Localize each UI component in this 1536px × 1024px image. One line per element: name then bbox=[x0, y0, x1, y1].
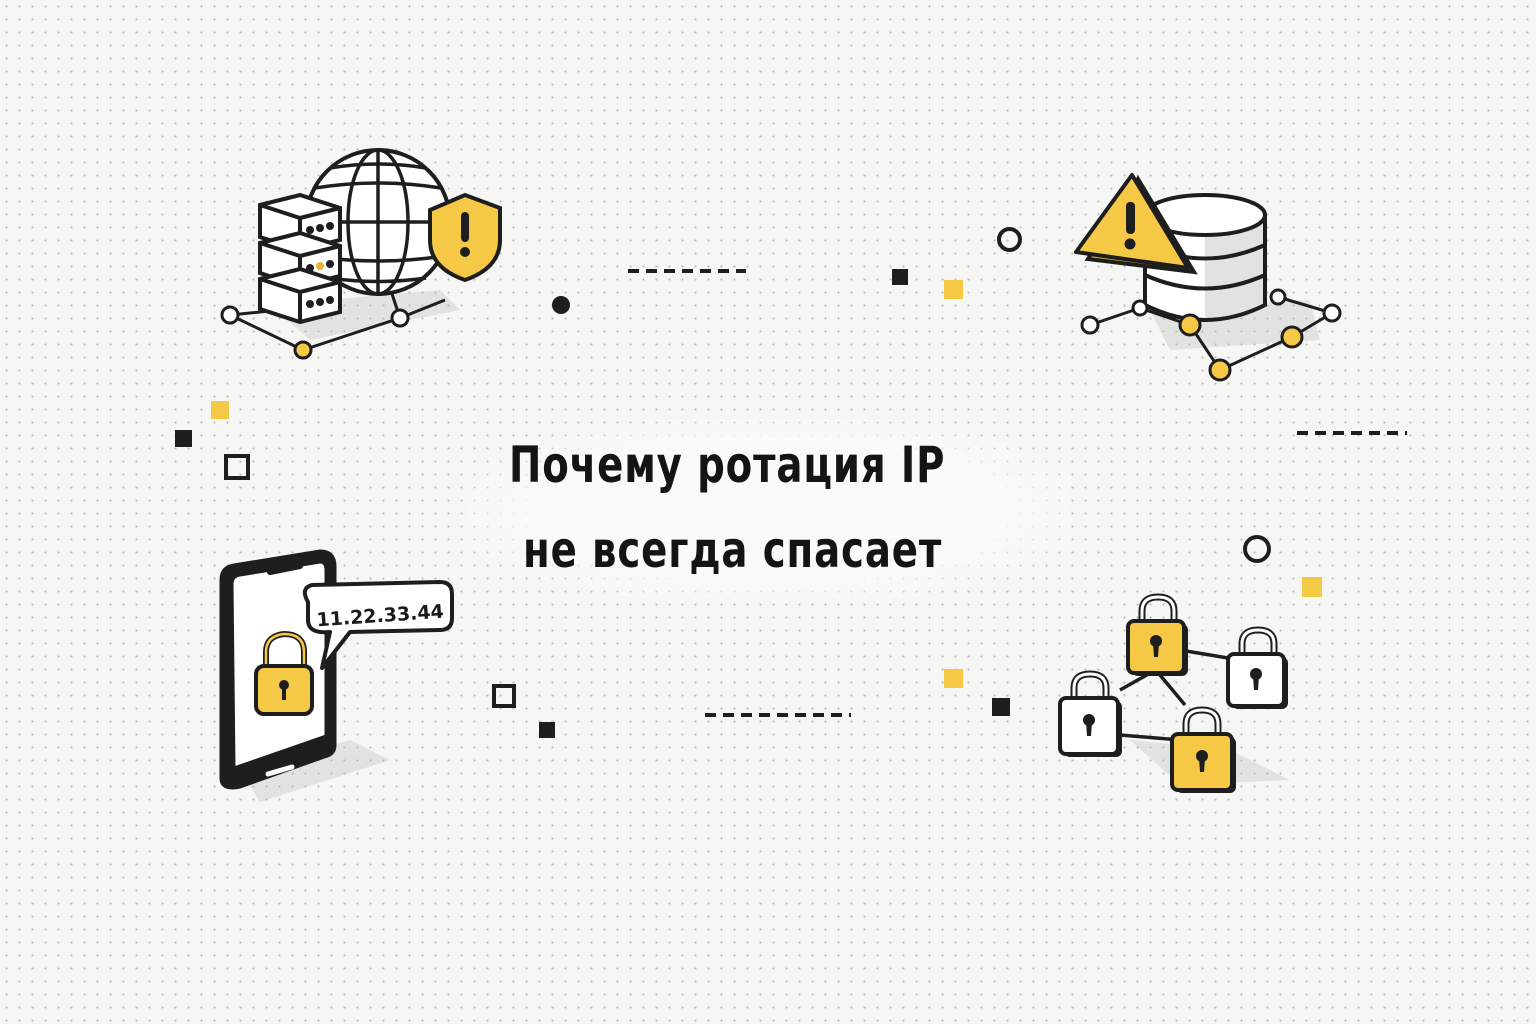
deco-square-black bbox=[175, 430, 192, 447]
shield-warning-icon bbox=[428, 192, 502, 283]
lock-bottom-yellow-icon bbox=[1170, 706, 1236, 793]
deco-ring bbox=[997, 227, 1022, 252]
network-nodes-icon bbox=[220, 305, 410, 360]
deco-square-black bbox=[992, 698, 1010, 716]
deco-square-yellow bbox=[944, 669, 963, 688]
deco-square-black bbox=[892, 269, 908, 285]
lock-left-white-icon bbox=[1058, 670, 1122, 757]
lock-icon bbox=[254, 630, 314, 716]
title-line-1: Почему ротация IP bbox=[509, 436, 946, 494]
deco-square-outline bbox=[224, 454, 250, 480]
deco-dash-line bbox=[705, 713, 851, 717]
deco-square-yellow bbox=[1302, 577, 1322, 597]
deco-dash-line bbox=[628, 269, 746, 273]
lock-network-illustration bbox=[1058, 593, 1290, 793]
deco-square-outline bbox=[492, 684, 516, 708]
deco-square-yellow bbox=[211, 401, 229, 419]
deco-dot bbox=[552, 296, 570, 314]
deco-square-yellow bbox=[944, 280, 963, 299]
ip-speech-bubble: 11.22.33.44 bbox=[302, 580, 454, 670]
server-globe-illustration bbox=[220, 148, 502, 360]
deco-square-black bbox=[539, 722, 555, 738]
deco-dash-line bbox=[1297, 431, 1407, 435]
lock-right-white-icon bbox=[1226, 626, 1288, 709]
network-nodes-icon bbox=[1080, 288, 1342, 382]
warning-triangle-icon bbox=[1074, 173, 1198, 275]
server-stack-icon bbox=[258, 192, 342, 325]
phone-lock-illustration: 11.22.33.44 bbox=[219, 549, 454, 802]
title-line-2: не всегда спасает bbox=[523, 521, 943, 579]
deco-ring bbox=[1243, 535, 1271, 563]
lock-top-yellow-icon bbox=[1126, 593, 1188, 676]
database-warning-illustration bbox=[1074, 173, 1342, 382]
title-backdrop bbox=[470, 420, 1070, 600]
